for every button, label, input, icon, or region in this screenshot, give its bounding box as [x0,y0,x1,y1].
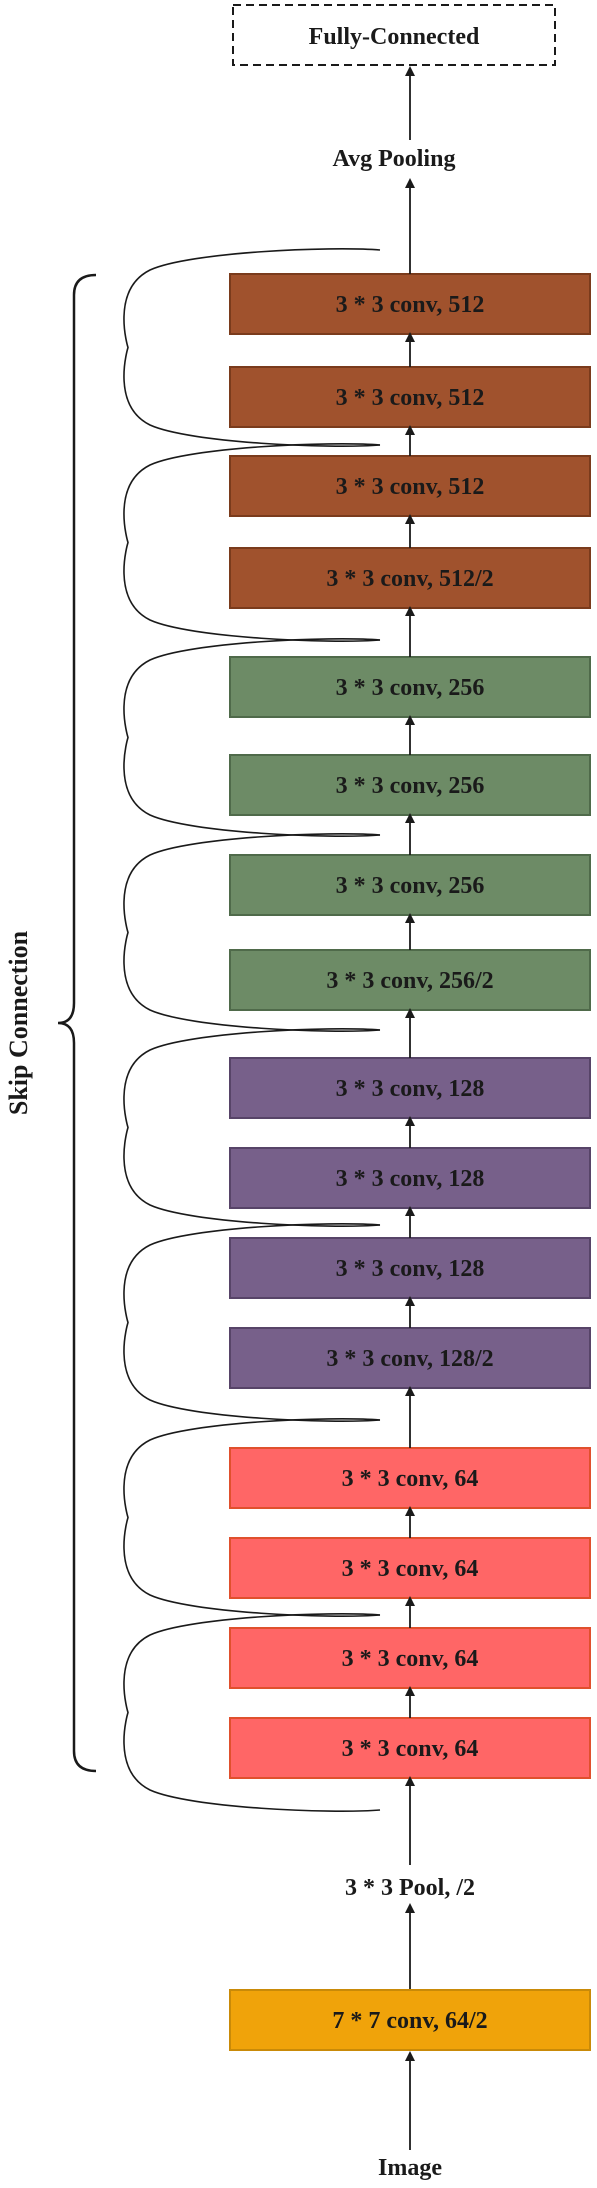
conv-layer-label: 3 * 3 conv, 512 [336,474,485,500]
conv-layer: 3 * 3 conv, 256 [229,754,591,816]
skip-connection-curve [123,638,381,837]
skip-connection-curve [123,443,381,642]
conv-layer-label: 3 * 3 conv, 64 [342,1556,479,1582]
conv-layer: 3 * 3 conv, 512/2 [229,547,591,609]
skip-connection-curves [123,248,381,1812]
conv-layer-label: 3 * 3 conv, 256 [336,675,485,701]
conv-layer-block [229,366,591,428]
conv-layer-label: 3 * 3 conv, 512/2 [326,566,493,592]
conv-layer-block [229,949,591,1011]
conv-layer: 3 * 3 conv, 64 [229,1537,591,1599]
conv-layer-block [229,1717,591,1779]
conv-layer-label: 3 * 3 conv, 64 [342,1646,479,1672]
skip-connection-curve [123,833,381,1032]
conv-layer: 3 * 3 conv, 512 [229,366,591,428]
avg-pooling-label: Avg Pooling [333,146,456,172]
conv-layer-label: 3 * 3 conv, 128 [336,1076,485,1102]
conv-layer: 3 * 3 conv, 512 [229,273,591,335]
conv-layer-label: 3 * 3 conv, 64 [342,1466,479,1492]
skip-connection-curve [123,1028,381,1227]
conv-layer-label: 3 * 3 conv, 128 [336,1166,485,1192]
conv-layer: 3 * 3 conv, 256/2 [229,949,591,1011]
fully-connected-label: Fully-Connected [309,24,480,50]
conv-layer-block [229,1327,591,1389]
conv-layer: 3 * 3 conv, 64 [229,1627,591,1689]
skip-connection-curve [123,1223,381,1422]
skip-connection-brace [57,273,97,1773]
conv-layer-block [229,273,591,335]
conv-layer: 3 * 3 conv, 64 [229,1717,591,1779]
skip-connection-curve [123,248,381,447]
conv-layer-block [229,1147,591,1209]
stem-conv-label: 7 * 7 conv, 64/2 [332,2008,487,2034]
conv-layer-block [229,1057,591,1119]
conv-layer: 3 * 3 conv, 256 [229,656,591,718]
conv-layer: 3 * 3 conv, 128 [229,1057,591,1119]
conv-layer: 3 * 3 conv, 64 [229,1447,591,1509]
conv-layer-label: 3 * 3 conv, 256/2 [326,968,493,994]
conv-layer: 3 * 3 conv, 128 [229,1237,591,1299]
conv-layer: 3 * 3 conv, 128/2 [229,1327,591,1389]
skip-connection-curve [123,1613,381,1812]
conv-layer: 3 * 3 conv, 512 [229,455,591,517]
conv-layer-label: 3 * 3 conv, 256 [336,873,485,899]
stem-conv-block [229,1989,591,2051]
conv-layer-label: 3 * 3 conv, 128 [336,1256,485,1282]
conv-layer-block [229,656,591,718]
skip-connection-curve [123,1418,381,1617]
pool-label: 3 * 3 Pool, /2 [345,1875,475,1901]
conv-layer-block [229,1237,591,1299]
conv-layer-label: 3 * 3 conv, 64 [342,1736,479,1762]
image-input-label: Image [378,2155,442,2181]
conv-layer-label: 3 * 3 conv, 256 [336,773,485,799]
conv-layer-block [229,1447,591,1509]
skip-connection-label: Skip Connection [4,930,33,1115]
conv-layer-label: 3 * 3 conv, 512 [336,385,485,411]
conv-layer-label: 3 * 3 conv, 128/2 [326,1346,493,1372]
conv-layer: 3 * 3 conv, 256 [229,854,591,916]
conv-layer: 3 * 3 conv, 128 [229,1147,591,1209]
fully-connected-box [232,4,556,66]
conv-layer-label: 3 * 3 conv, 512 [336,292,485,318]
